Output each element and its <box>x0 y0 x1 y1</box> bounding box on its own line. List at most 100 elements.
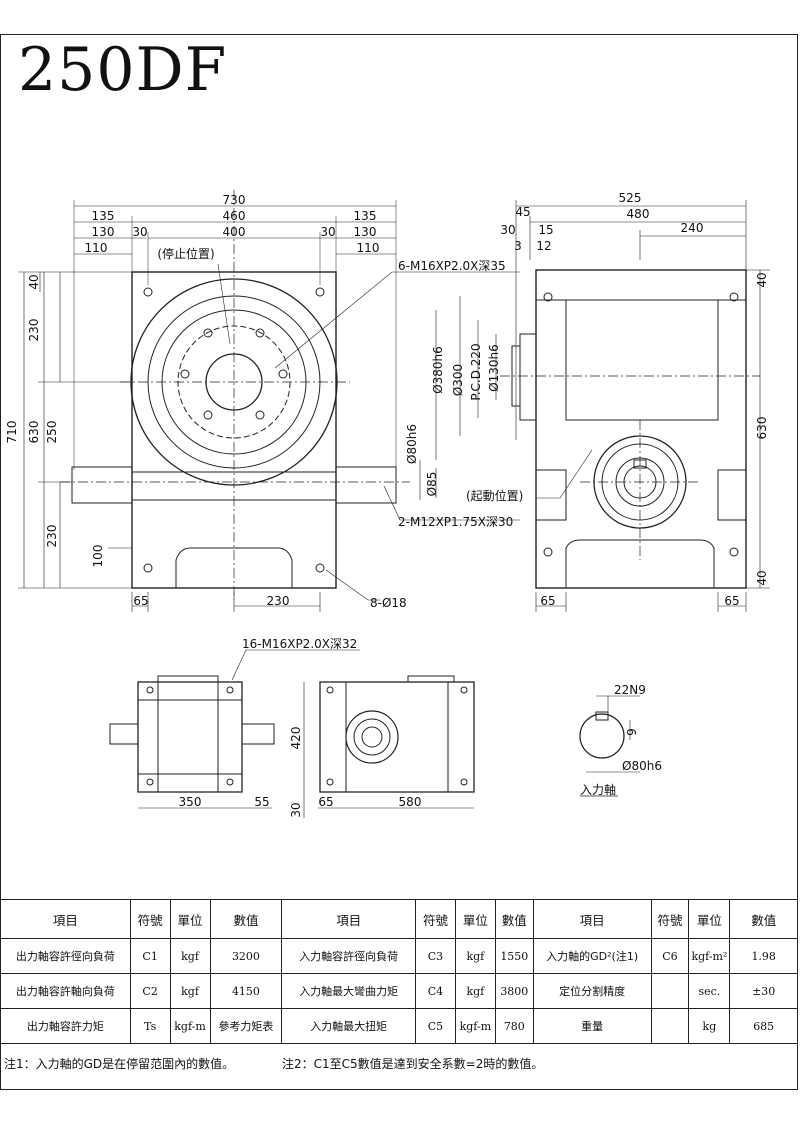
dim-15: 15 <box>538 223 553 237</box>
header-unit-1: 單位 <box>169 899 211 939</box>
header-symbol-2: 符號 <box>415 899 456 939</box>
dim-9: 9 <box>625 728 639 736</box>
dim-85: Ø85 <box>425 472 439 497</box>
table-cell: 參考力矩表 <box>209 1008 283 1044</box>
header-unit-3: 單位 <box>688 899 731 939</box>
table-cell: kgf-m <box>454 1008 496 1044</box>
dim-710: 710 <box>5 421 19 444</box>
table-cell <box>650 973 690 1009</box>
table-cell: kgf <box>454 938 496 974</box>
footnote-1: 注1：入力軸的GD是在停留范圍內的數值。 <box>4 1057 235 1071</box>
dim-630-side: 630 <box>755 417 769 440</box>
dim-130-right: 130 <box>354 225 377 239</box>
top-view-right <box>303 675 475 818</box>
table-cell: kgf-m <box>169 1008 211 1044</box>
header-item-1: 項目 <box>0 899 131 939</box>
table-cell: 3200 <box>209 938 283 974</box>
footnote-2: 注2：C1至C5數值是達到安全系數=2時的數值。 <box>282 1057 544 1071</box>
table-cell: C3 <box>415 938 456 974</box>
tapped-hole-note-top: 6-M16XP2.0X深35 <box>398 259 506 273</box>
mount-hole-note: 8-Ø18 <box>370 596 407 610</box>
dim-230-bottom: 230 <box>267 594 290 608</box>
table-cell: 1.98 <box>729 938 798 974</box>
dim-pcd220: P.C.D.220 <box>469 343 483 400</box>
header-symbol-3: 符號 <box>650 899 690 939</box>
dim-phi380h6: Ø380h6 <box>431 346 445 394</box>
dim-580: 580 <box>399 795 422 809</box>
engineering-drawing: 730 135 460 135 130 30 400 30 130 110 11… <box>5 190 770 818</box>
dim-65-side-right: 65 <box>724 594 739 608</box>
dim-630-front: 630 <box>27 421 41 444</box>
table-cell: sec. <box>688 973 731 1009</box>
header-unit-2: 單位 <box>454 899 496 939</box>
table-cell: 入力軸的GD²(注1) <box>532 938 652 974</box>
dim-65-front: 65 <box>133 594 148 608</box>
dim-55: 55 <box>254 795 269 809</box>
spec-table: 項目 符號 單位 數值 項目 符號 單位 數值 項目 符號 單位 數值 出力軸容… <box>0 899 798 1044</box>
header-value-2: 數值 <box>494 899 534 939</box>
dim-65-side-left: 65 <box>540 594 555 608</box>
dim-525: 525 <box>619 191 642 205</box>
dim-3: 3 <box>514 239 522 253</box>
stop-position-label: (停止位置) <box>157 246 214 261</box>
header-symbol-1: 符號 <box>129 899 171 939</box>
dim-30-left: 30 <box>132 225 147 239</box>
table-cell: 入力軸最大彎曲力矩 <box>281 973 417 1009</box>
table-cell: 入力軸容許徑向負荷 <box>281 938 417 974</box>
header-value-1: 數值 <box>209 899 283 939</box>
header-value-3: 數值 <box>729 899 798 939</box>
tapped-hole-note-16: 16-M16XP2.0X深32 <box>242 637 357 651</box>
dim-350: 350 <box>179 795 202 809</box>
table-cell: kg <box>688 1008 731 1044</box>
side-view <box>435 200 770 612</box>
dim-135-left: 135 <box>92 209 115 223</box>
dim-65-top-view: 65 <box>318 795 333 809</box>
table-cell: Ts <box>129 1008 171 1044</box>
dim-400: 400 <box>223 225 246 239</box>
table-cell: ±30 <box>729 973 798 1009</box>
dim-460: 460 <box>223 209 246 223</box>
top-view-left <box>109 649 360 809</box>
dim-phi80h6-front: Ø80h6 <box>405 424 419 464</box>
table-cell: kgf <box>454 973 496 1009</box>
dim-135-right: 135 <box>354 209 377 223</box>
table-row: 出力軸容許徑向負荷 C1 kgf 3200 入力軸容許徑向負荷 C3 kgf 1… <box>0 938 798 974</box>
table-cell: 3800 <box>494 973 534 1009</box>
dim-230-upper: 230 <box>27 319 41 342</box>
dim-480: 480 <box>627 207 650 221</box>
dim-40-side-top: 40 <box>755 272 769 287</box>
table-cell: 4150 <box>209 973 283 1009</box>
side-body-outline <box>535 269 747 589</box>
header-item-2: 項目 <box>281 899 417 939</box>
dim-240: 240 <box>681 221 704 235</box>
front-view <box>18 190 520 612</box>
input-shaft-label: 入力軸 <box>580 783 616 797</box>
table-cell: 1550 <box>494 938 534 974</box>
table-cell: 出力軸容許徑向負荷 <box>0 938 131 974</box>
dim-22n9: 22N9 <box>614 683 646 697</box>
table-cell: 685 <box>729 1008 798 1044</box>
input-shaft-detail <box>579 695 640 797</box>
table-header-row: 項目 符號 單位 數值 項目 符號 單位 數值 項目 符號 單位 數值 <box>0 899 798 939</box>
model-title: 250DF <box>18 35 228 105</box>
table-cell: 定位分割精度 <box>532 973 652 1009</box>
table-cell: C6 <box>650 938 690 974</box>
table-cell: kgf-m² <box>688 938 731 974</box>
table-cell: C2 <box>129 973 171 1009</box>
table-cell: 入力軸最大扭矩 <box>281 1008 417 1044</box>
footnotes: 注1：入力軸的GD是在停留范圍內的數值。 注2：C1至C5數值是達到安全系數=2… <box>4 1055 543 1072</box>
table-cell: C5 <box>415 1008 456 1044</box>
dim-40-front: 40 <box>27 274 41 289</box>
dim-230-lower: 230 <box>45 525 59 548</box>
start-position-label: (起動位置) <box>466 488 523 503</box>
table-cell: 780 <box>494 1008 534 1044</box>
dim-100: 100 <box>91 545 105 568</box>
header-item-3: 項目 <box>532 899 652 939</box>
dim-250: 250 <box>45 421 59 444</box>
dim-phi300: Ø300 <box>451 364 465 396</box>
table-row: 出力軸容許軸向負荷 C2 kgf 4150 入力軸最大彎曲力矩 C4 kgf 3… <box>0 973 798 1009</box>
dim-730: 730 <box>223 193 246 207</box>
dim-30-right: 30 <box>320 225 335 239</box>
dim-phi80h6-detail: Ø80h6 <box>622 759 662 773</box>
dim-45: 45 <box>515 205 530 219</box>
